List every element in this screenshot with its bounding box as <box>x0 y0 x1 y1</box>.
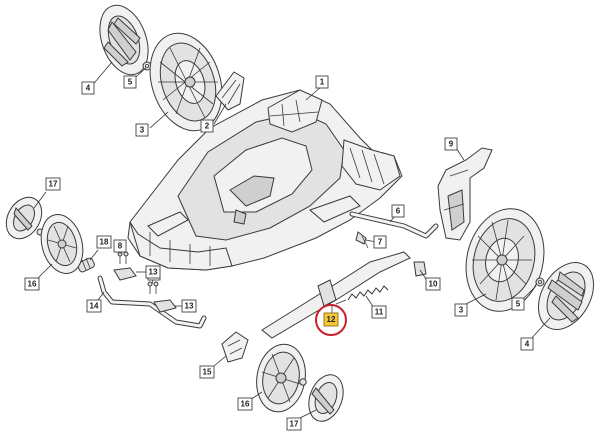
block-13-top[interactable] <box>113 267 137 281</box>
svg-text:15: 15 <box>203 368 212 377</box>
callout-10[interactable]: 10 <box>425 277 441 291</box>
callout-3-right[interactable]: 3 <box>454 303 468 317</box>
svg-text:6: 6 <box>396 207 401 216</box>
svg-text:12: 12 <box>327 315 336 324</box>
callout-16-bottom[interactable]: 16 <box>237 397 253 411</box>
nut-top[interactable] <box>142 61 152 71</box>
svg-text:3: 3 <box>459 306 464 315</box>
handle-bracket[interactable] <box>437 147 493 241</box>
clip-bracket[interactable] <box>215 71 245 111</box>
callout-4-right[interactable]: 4 <box>520 337 534 351</box>
svg-text:10: 10 <box>429 280 438 289</box>
callout-3-top[interactable]: 3 <box>135 123 149 137</box>
rear-axle-rod[interactable] <box>349 211 439 239</box>
svg-text:14: 14 <box>90 302 99 311</box>
spring-11[interactable] <box>335 285 389 305</box>
bolts-8-bottom[interactable] <box>147 281 159 294</box>
cap-10[interactable] <box>413 261 427 277</box>
hubcap-left[interactable] <box>0 191 49 245</box>
svg-text:17: 17 <box>290 420 299 429</box>
callout-13-bottom[interactable]: 13 <box>181 299 197 313</box>
callout-13-top[interactable]: 13 <box>145 265 161 279</box>
callout-17-bottom[interactable]: 17 <box>286 417 302 431</box>
height-lever[interactable] <box>261 251 411 339</box>
wheel-left[interactable] <box>35 210 89 278</box>
svg-text:16: 16 <box>28 280 37 289</box>
hubcap-top[interactable] <box>91 0 157 81</box>
svg-text:13: 13 <box>149 268 158 277</box>
callout-6[interactable]: 6 <box>391 204 405 218</box>
svg-text:1: 1 <box>320 78 325 87</box>
hubcap-bottom[interactable] <box>303 370 349 426</box>
nut-bottom[interactable] <box>299 378 307 386</box>
plug-15[interactable] <box>221 331 249 363</box>
callout-4-top[interactable]: 4 <box>81 81 95 95</box>
hubcap-right[interactable] <box>527 253 605 339</box>
svg-text:13: 13 <box>185 302 194 311</box>
wheel-top[interactable] <box>138 24 234 140</box>
callout-9[interactable]: 9 <box>444 137 458 151</box>
callout-2[interactable]: 2 <box>200 119 214 133</box>
callout-18[interactable]: 18 <box>96 235 112 249</box>
callout-12[interactable]: 12 <box>323 312 339 327</box>
callout-5-top[interactable]: 5 <box>123 75 137 89</box>
svg-text:2: 2 <box>205 122 210 131</box>
wheel-bottom[interactable] <box>251 340 310 415</box>
callout-16-left[interactable]: 16 <box>24 277 40 291</box>
pin-7[interactable] <box>355 231 369 249</box>
nut-right[interactable] <box>535 277 545 287</box>
svg-text:4: 4 <box>525 340 530 349</box>
wheel-right[interactable] <box>456 200 555 319</box>
svg-text:17: 17 <box>49 180 58 189</box>
mower-deck[interactable] <box>127 89 403 271</box>
svg-text:5: 5 <box>128 78 133 87</box>
callout-17-left[interactable]: 17 <box>45 177 61 191</box>
svg-text:3: 3 <box>140 126 145 135</box>
block-13-bottom[interactable] <box>153 299 177 313</box>
callout-11[interactable]: 11 <box>371 305 387 319</box>
callout-7[interactable]: 7 <box>373 235 387 249</box>
svg-text:8: 8 <box>118 242 123 251</box>
bushing-18[interactable] <box>77 257 96 273</box>
svg-text:16: 16 <box>241 400 250 409</box>
callout-15[interactable]: 15 <box>199 365 215 379</box>
callout-14[interactable]: 14 <box>86 299 102 313</box>
svg-text:4: 4 <box>86 84 91 93</box>
bolts-8-top[interactable] <box>117 251 129 264</box>
callout-8-top[interactable]: 8 <box>113 239 127 253</box>
callout-1[interactable]: 1 <box>315 75 329 89</box>
svg-text:11: 11 <box>375 308 384 317</box>
svg-text:7: 7 <box>378 238 383 247</box>
svg-text:9: 9 <box>449 140 454 149</box>
svg-text:5: 5 <box>516 300 521 309</box>
callout-5-right[interactable]: 5 <box>511 297 525 311</box>
svg-text:18: 18 <box>100 238 109 247</box>
highlight-ring <box>315 304 347 336</box>
